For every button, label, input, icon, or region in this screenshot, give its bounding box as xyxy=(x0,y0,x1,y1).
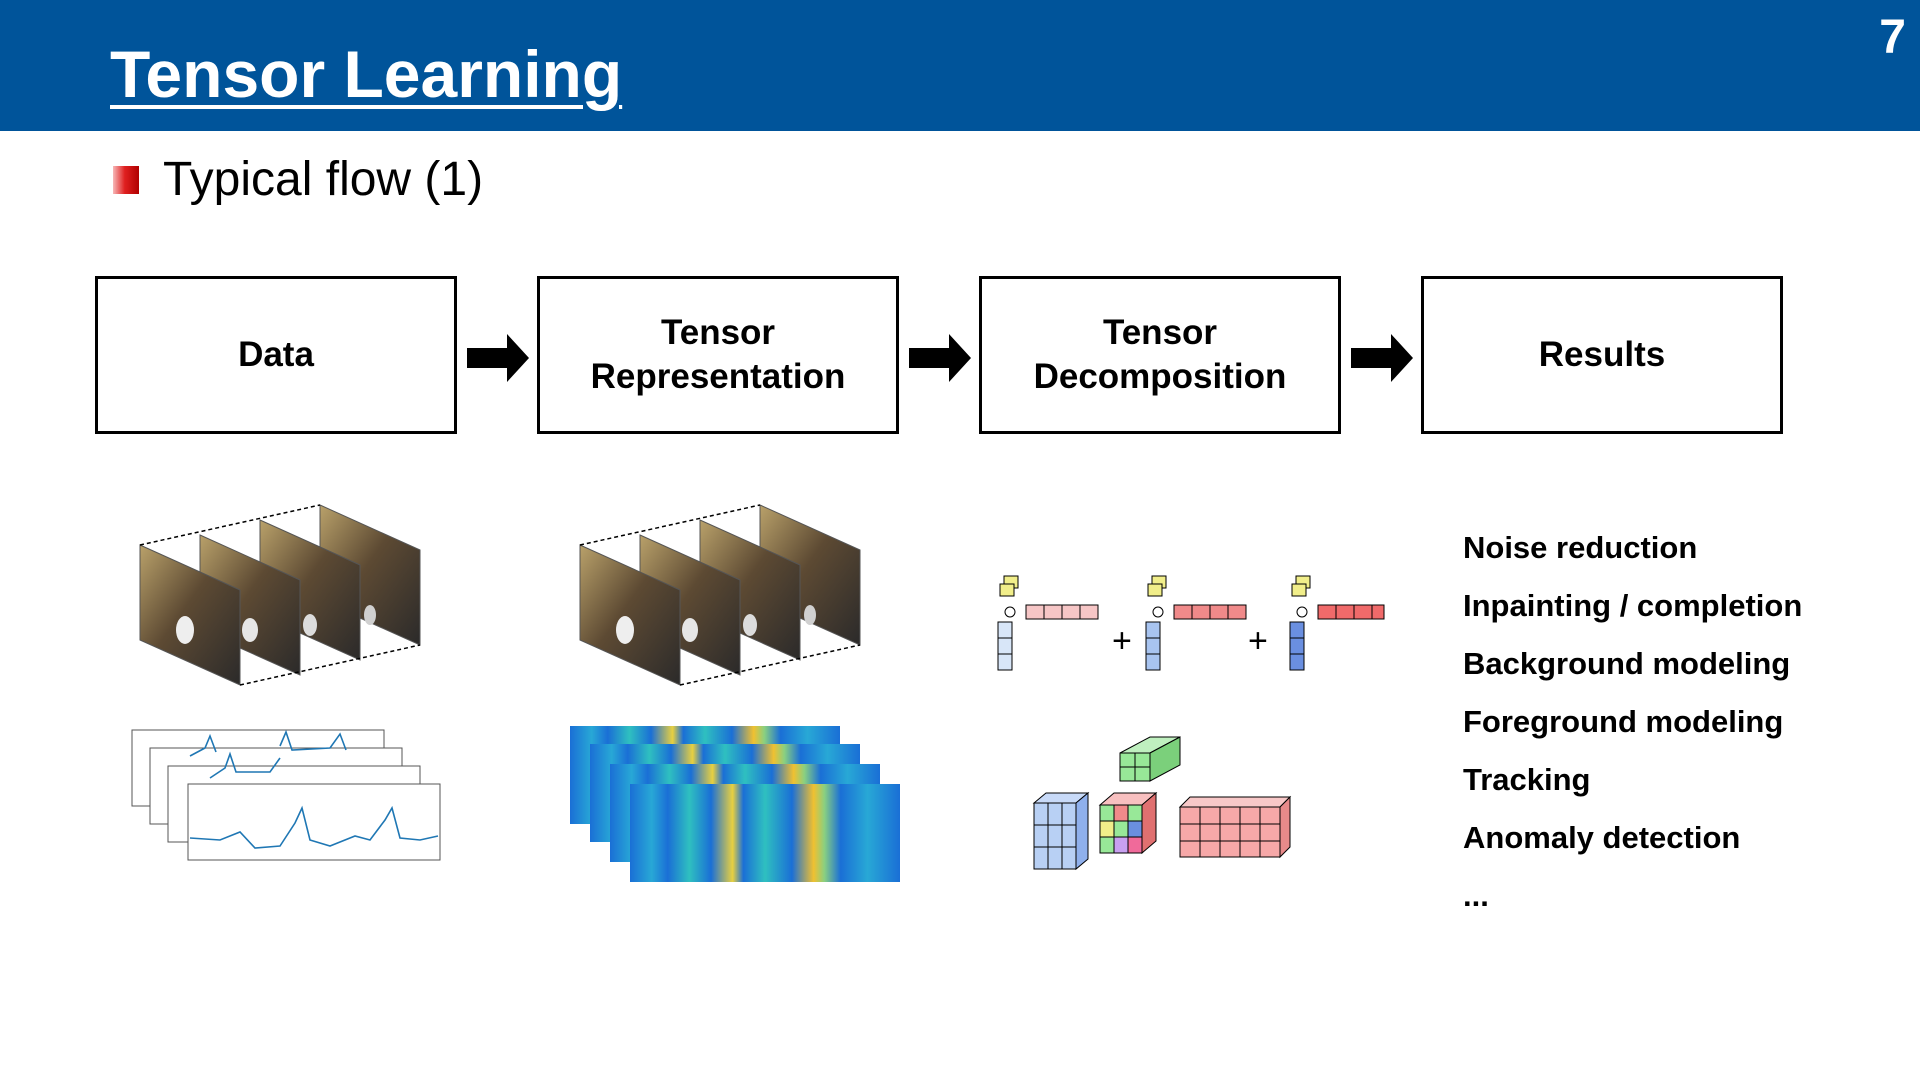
step-data: Data xyxy=(95,276,457,434)
results-list: Noise reduction Inpainting / completion … xyxy=(1463,530,1802,936)
result-item-tracking: Tracking xyxy=(1463,762,1591,797)
result-item-foreground-modeling: Foreground modeling xyxy=(1463,704,1784,739)
cp-decomposition-diagram: + + xyxy=(997,575,1385,671)
result-item-anomaly-detection: Anomaly detection xyxy=(1463,820,1741,855)
step-data-label: Data xyxy=(238,335,314,374)
arrow-right-icon xyxy=(909,334,971,382)
step-results-label: Results xyxy=(1538,335,1666,374)
slide-number: 7 xyxy=(1879,11,1906,64)
step-results: Results xyxy=(1421,276,1783,434)
step-representation-line1: Tensor xyxy=(660,313,776,352)
slide-title: Tensor Learning xyxy=(110,37,623,111)
step-decomposition-line2: Decomposition xyxy=(1033,357,1287,396)
step-tensor-representation: Tensor Representation xyxy=(537,276,899,434)
step-decomposition-line1: Tensor xyxy=(1102,313,1218,352)
result-item-background-modeling: Background modeling xyxy=(1463,646,1791,681)
video-frames-image xyxy=(139,504,421,686)
step-representation-line2: Representation xyxy=(590,357,846,396)
arrow-right-icon xyxy=(467,334,529,382)
plus-sign: + xyxy=(1248,622,1268,660)
tucker-decomposition-diagram xyxy=(1032,736,1292,871)
plus-sign: + xyxy=(1112,622,1132,660)
result-item-inpainting: Inpainting / completion xyxy=(1463,588,1803,623)
result-item-ellipsis: ... xyxy=(1463,878,1489,913)
arrow-right-icon xyxy=(1351,334,1413,382)
video-tensor-image xyxy=(579,504,861,686)
spectrogram-stack-image xyxy=(570,726,900,882)
bullet-icon xyxy=(113,166,139,194)
slide-subtitle: Typical flow (1) xyxy=(163,153,484,206)
header-bar: Tensor Learning 7 xyxy=(0,0,1920,131)
signal-plots-image xyxy=(131,729,441,861)
step-tensor-decomposition: Tensor Decomposition xyxy=(979,276,1341,434)
result-item-noise-reduction: Noise reduction xyxy=(1463,530,1698,565)
